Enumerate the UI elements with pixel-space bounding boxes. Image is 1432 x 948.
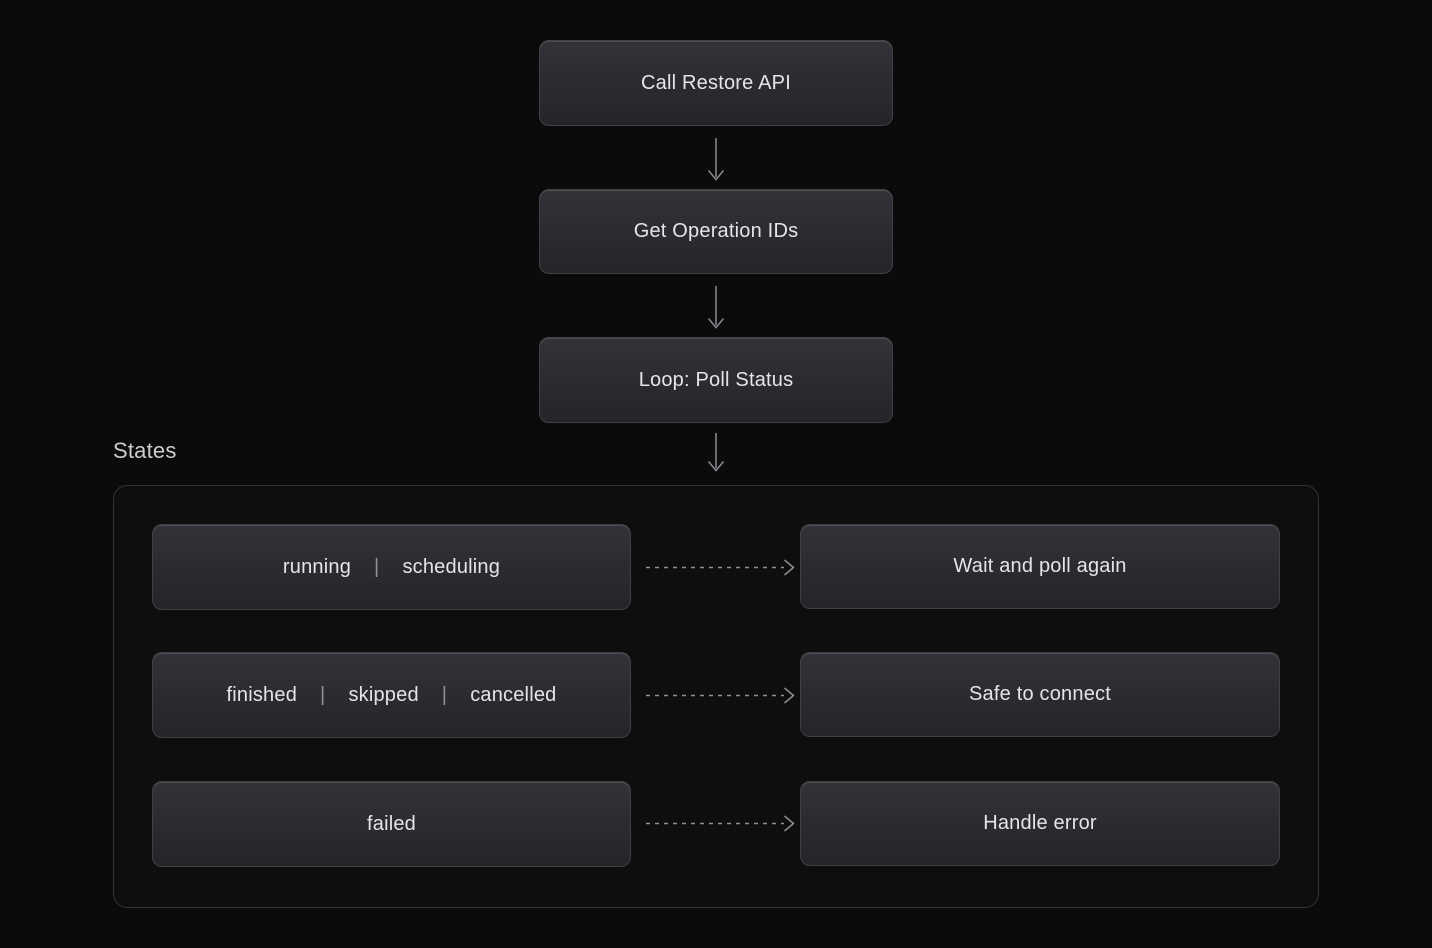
arrowhead-down-icon <box>707 169 725 181</box>
state-box-finished-skipped-cancelled: finished | skipped | cancelled <box>152 652 631 738</box>
state-label: scheduling <box>402 555 501 578</box>
arrow-get-operation-ids-to-loop-poll <box>707 286 725 329</box>
node-get-operation-ids: Get Operation IDs <box>539 189 893 274</box>
arrowhead-down-icon <box>707 460 725 472</box>
outcome-box-handle-error: Handle error <box>800 781 1280 866</box>
node-label: Get Operation IDs <box>633 220 799 242</box>
state-label: skipped <box>348 683 419 706</box>
arrow-call-restore-to-get-operation-ids <box>707 138 725 181</box>
node-label: Call Restore API <box>641 71 791 94</box>
outcome-box-wait-and-poll-again: Wait and poll again <box>800 524 1280 609</box>
state-label: failed <box>366 812 416 835</box>
node-loop-poll-status: Loop: Poll Status <box>539 337 893 423</box>
pipe-separator: | <box>374 555 380 578</box>
state-box-running-scheduling: running | scheduling <box>152 524 631 610</box>
outcome-label: Wait and poll again <box>953 555 1127 577</box>
state-label: finished <box>226 683 298 706</box>
arrowhead-down-icon <box>707 317 725 329</box>
state-label: running <box>282 555 352 578</box>
node-call-restore-api: Call Restore API <box>539 40 893 126</box>
arrow-loop-poll-to-states <box>707 433 725 472</box>
pipe-separator: | <box>320 683 326 706</box>
outcome-label: Safe to connect <box>969 683 1111 705</box>
outcome-box-safe-to-connect: Safe to connect <box>800 652 1280 737</box>
node-label: Loop: Poll Status <box>638 368 794 391</box>
states-section-title: States <box>113 438 177 463</box>
states-container <box>113 485 1319 908</box>
state-box-failed: failed <box>152 781 631 867</box>
state-label: cancelled <box>470 683 557 706</box>
outcome-label: Handle error <box>983 812 1097 834</box>
pipe-separator: | <box>441 683 448 706</box>
